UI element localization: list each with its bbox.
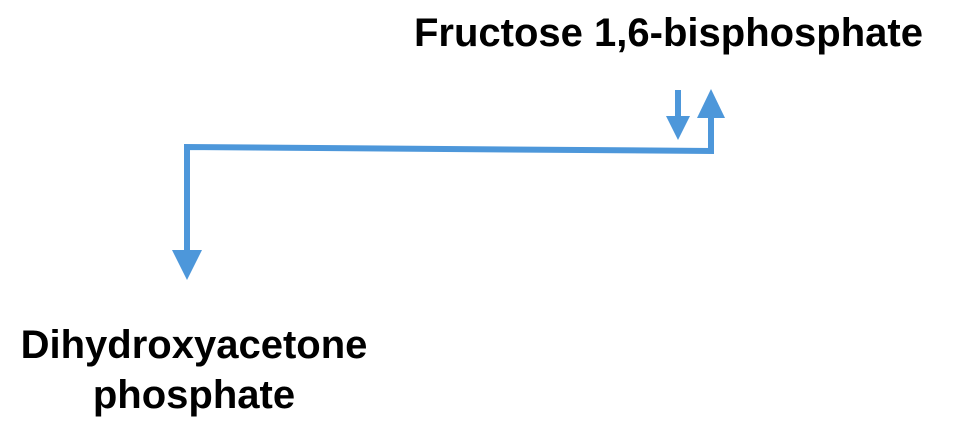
dhap-label-line1: Dihydroxyacetone — [20, 323, 368, 367]
dhap-label-line2: phosphate — [92, 373, 296, 417]
connector-arrow — [172, 89, 725, 280]
dhap-label: Dihydroxyacetone phosphate — [4, 320, 384, 420]
fructose-bisphosphate-label: Fructose 1,6-bisphosphate — [414, 11, 923, 55]
forward-arrow-small — [666, 90, 690, 140]
